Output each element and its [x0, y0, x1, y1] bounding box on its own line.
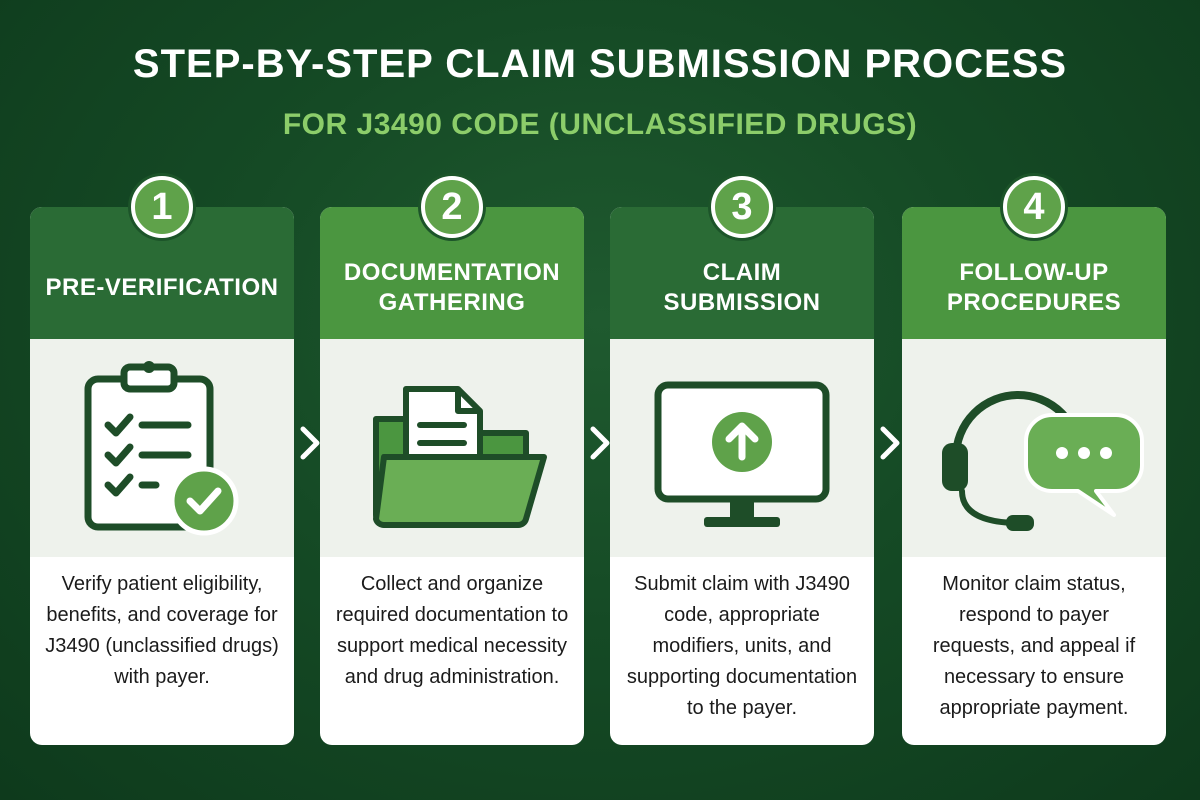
- step-icon-area-4: [902, 339, 1166, 557]
- step-description-3: Submit claim with J3490 code, appropriat…: [626, 573, 858, 719]
- step-description-4: Monitor claim status, respond to payer r…: [932, 573, 1136, 719]
- folder-document-icon: [373, 386, 547, 528]
- step-description-2: Collect and organize required documentat…: [335, 573, 569, 688]
- step-card-3: CLAIM SUBMISSION Submit claim with J3490…: [610, 207, 874, 745]
- step-number-badge-1: 1: [131, 176, 193, 238]
- step-number-badge-2: 2: [421, 176, 483, 238]
- step-icon-area-2: [320, 339, 584, 557]
- monitor-upload-icon: [654, 381, 830, 527]
- step-number-badge-4: 4: [1003, 176, 1065, 238]
- step-description-1: Verify patient eligibility, benefits, an…: [45, 573, 279, 688]
- step-card-1: PRE-VERIFICATION Verify patient eligibil…: [30, 207, 294, 745]
- page-title: STEP-BY-STEP CLAIM SUBMISSION PROCESS: [132, 42, 1068, 86]
- chevron-right-icon: [300, 426, 320, 460]
- step-icon-area-3: [610, 339, 874, 557]
- page-subtitle: FOR J3490 CODE (UNCLASSIFIED DRUGS): [282, 108, 918, 141]
- step-card-4: FOLLOW-UP PROCEDURES Monitor claim statu…: [902, 207, 1166, 745]
- step-title-4: FOLLOW-UP PROCEDURES: [902, 207, 1166, 339]
- chevron-right-icon: [590, 426, 610, 460]
- step-icon-area-1: [30, 339, 294, 557]
- headset-chat-icon: [942, 391, 1144, 531]
- clipboard-checklist-icon: [84, 361, 239, 536]
- step-card-2: DOCUMENTATION GATHERING Collect and orga…: [320, 207, 584, 745]
- step-number-badge-3: 3: [711, 176, 773, 238]
- chevron-right-icon: [880, 426, 900, 460]
